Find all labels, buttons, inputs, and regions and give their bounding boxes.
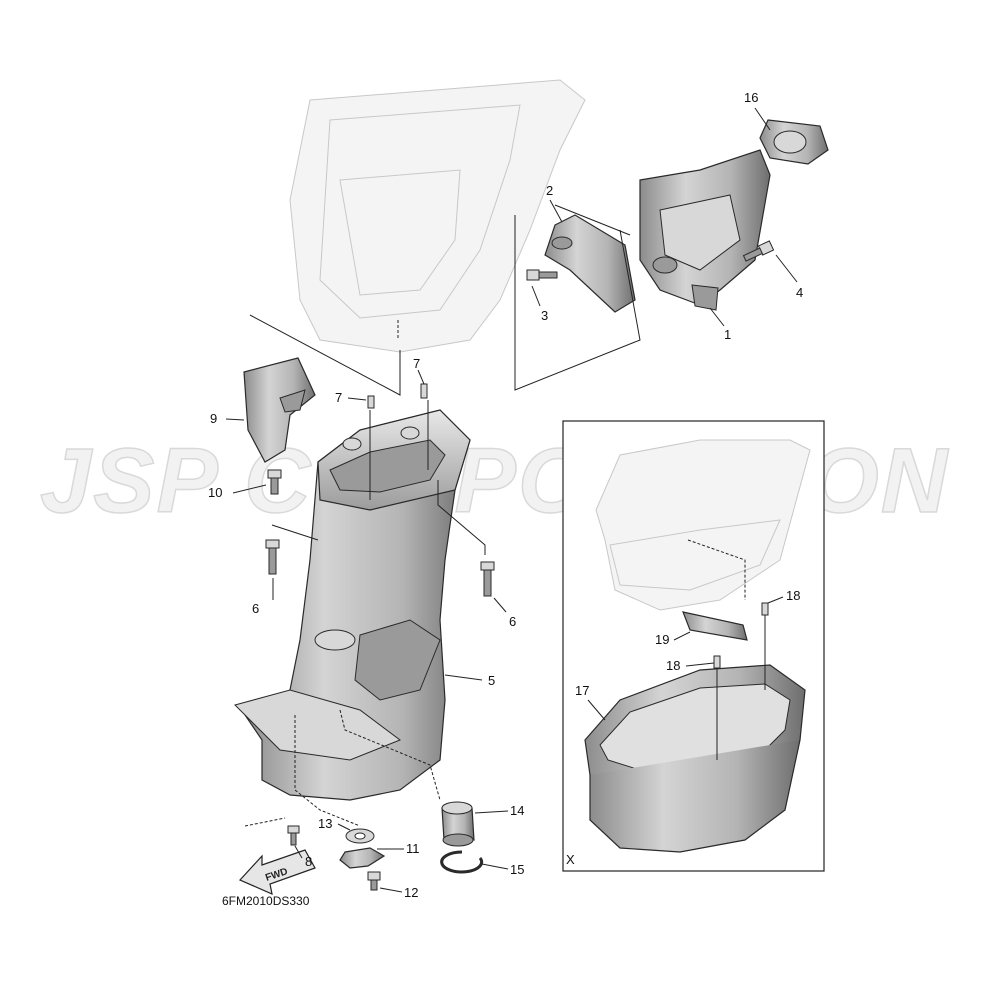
callout-19: 19	[655, 632, 669, 647]
part-15-circlip	[440, 850, 484, 874]
part-1-bracket	[639, 149, 771, 311]
callout-13: 13	[318, 816, 332, 831]
callout-6: 6	[252, 601, 259, 616]
callouts: 1 2 3 4 5 6 6 7 7 8 9 10 11 12 13 14 15 …	[208, 90, 803, 900]
leader-lines	[225, 107, 798, 893]
callout-15: 15	[510, 862, 524, 877]
callout-16: 16	[744, 90, 758, 105]
upper-casing-ghost	[289, 79, 586, 353]
drawing-code: 6FM2010DS330	[222, 894, 310, 908]
callout-10: 10	[208, 485, 222, 500]
part-7-pin-right	[420, 383, 428, 399]
part-11-plate	[339, 847, 386, 869]
part-4-bolt	[742, 240, 775, 262]
callout-17: 17	[575, 683, 589, 698]
fwd-arrow-icon: FWD	[238, 849, 316, 896]
callout-18: 18	[666, 658, 680, 673]
callout-14: 14	[510, 803, 524, 818]
part-3-bolt	[526, 269, 558, 281]
callout-9: 9	[210, 411, 217, 426]
callout-1: 1	[724, 327, 731, 342]
part-5-upper-casing	[234, 409, 471, 801]
callout-6: 6	[509, 614, 516, 629]
part-14-bushing	[441, 801, 475, 847]
callout-2: 2	[546, 183, 553, 198]
callout-12: 12	[404, 885, 418, 900]
part-8-bolt	[287, 825, 300, 846]
callout-7: 7	[413, 356, 420, 371]
callout-8: 8	[305, 854, 312, 869]
part-2-plate	[544, 214, 636, 313]
callout-5: 5	[488, 673, 495, 688]
part-13-washer	[345, 828, 375, 844]
part-16-grommet	[759, 119, 829, 165]
callout-18: 18	[786, 588, 800, 603]
part-6-bolt-left	[265, 539, 280, 575]
part-9-plate	[243, 357, 316, 463]
inset-detail-x	[562, 420, 825, 872]
part-7-pin-left	[367, 395, 375, 409]
callout-7: 7	[335, 390, 342, 405]
part-12-bolt	[367, 871, 381, 891]
part-6-bolt-right	[480, 561, 495, 597]
callout-3: 3	[541, 308, 548, 323]
callout-11: 11	[406, 841, 420, 856]
inset-label: X	[566, 852, 575, 867]
part-10-bolt	[267, 469, 282, 495]
callout-4: 4	[796, 285, 803, 300]
